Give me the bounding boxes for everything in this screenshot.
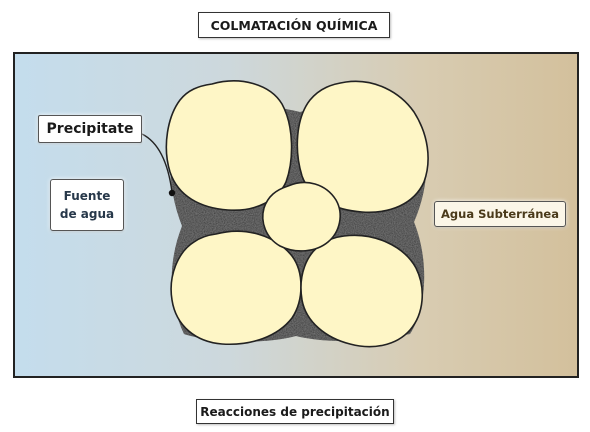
precipitate-callout-dot bbox=[168, 189, 176, 197]
grain-center bbox=[262, 181, 341, 252]
water-source-line2: de agua bbox=[59, 207, 115, 221]
grain-bottom-left bbox=[170, 230, 302, 346]
groundwater-label: Agua Subterránea bbox=[434, 201, 566, 227]
grain-top-left bbox=[165, 80, 293, 211]
diagram-footer: Reacciones de precipitación bbox=[196, 399, 394, 424]
water-source-line1: Fuente bbox=[63, 189, 111, 203]
grain-top-right bbox=[296, 80, 429, 214]
diagram-title: COLMATACIÓN QUÍMICA bbox=[198, 12, 390, 38]
water-source-label: Fuente de agua bbox=[50, 179, 124, 231]
precipitate-callout-line bbox=[141, 133, 173, 193]
precipitate-label: Precipitate bbox=[38, 115, 142, 143]
